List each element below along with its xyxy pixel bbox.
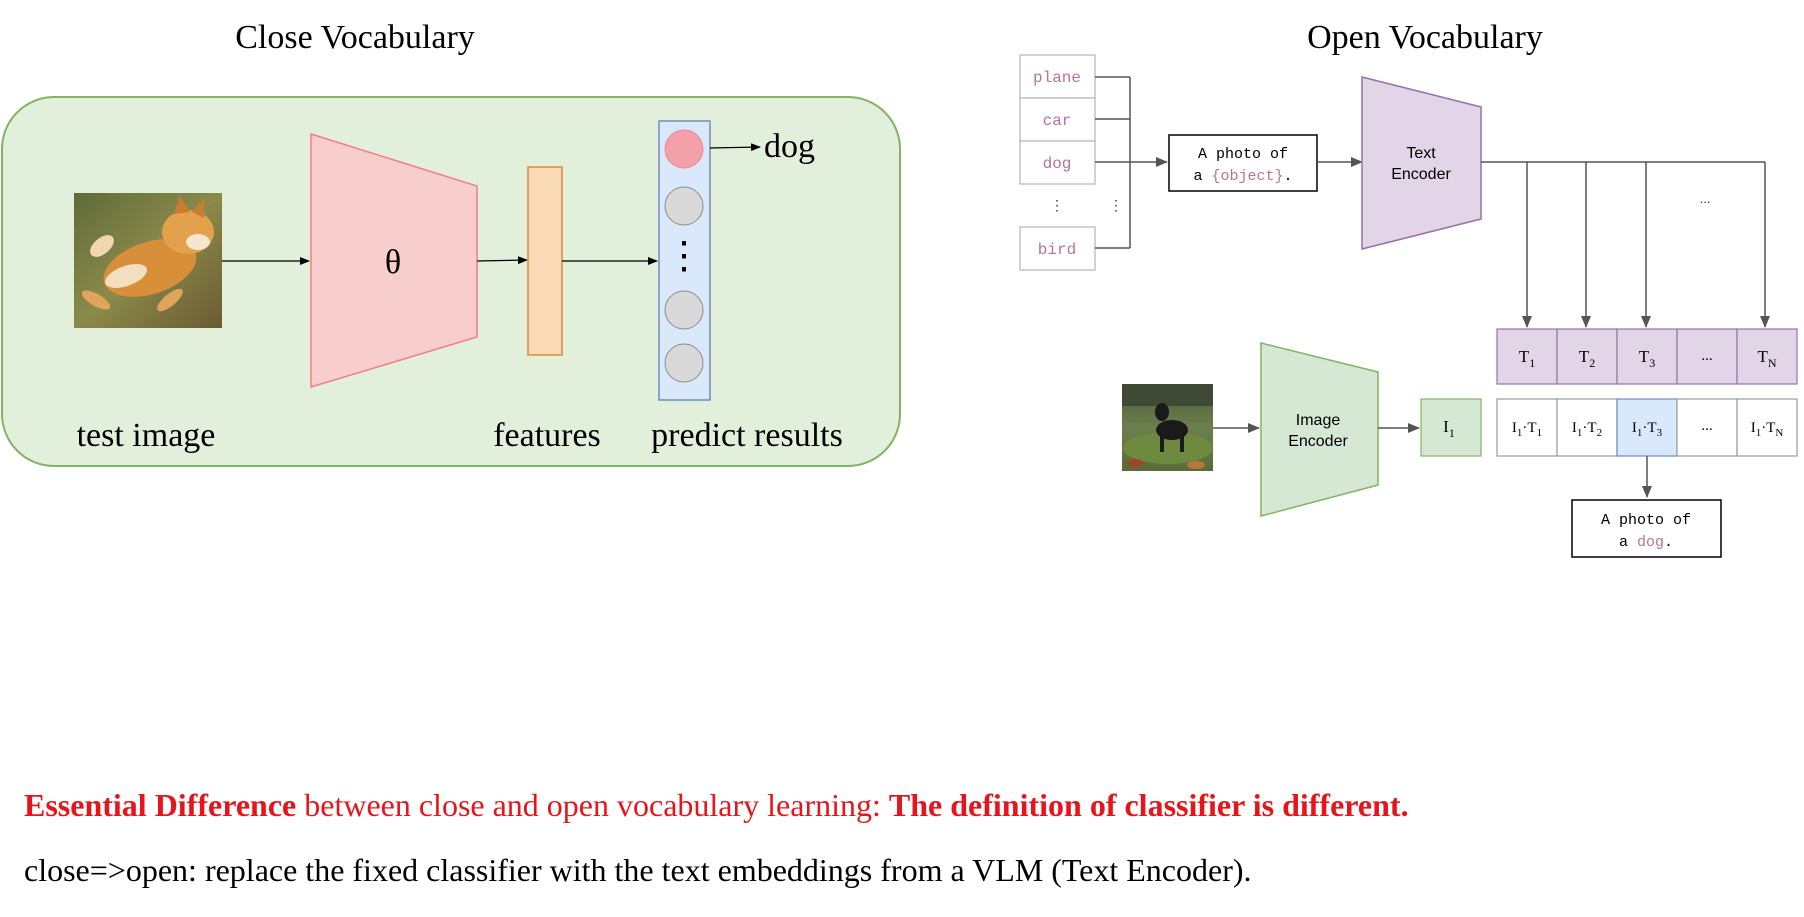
similarity-score-label: I1·T2 (1572, 420, 1602, 439)
connector-ellipsis: ⋮ (1109, 197, 1123, 213)
caption-heading: Essential Difference (24, 787, 297, 823)
template-object-placeholder: {object} (1211, 168, 1283, 185)
prompt-template-line2: a {object}. (1193, 168, 1292, 185)
class-neuron (664, 343, 704, 383)
similarity-score-label: ... (1701, 418, 1712, 434)
text-encoder-label-line2: Encoder (1391, 166, 1451, 183)
text-embedding-cell (1676, 328, 1738, 385)
class-cell (1019, 140, 1096, 185)
similarity-score-label: I1·T1 (1512, 420, 1542, 439)
text-encoder-label-line1: Text (1406, 145, 1436, 162)
caption-body: between close and open vocabulary learni… (296, 787, 889, 823)
similarity-row: I1·T1 I1·T2 I1·T3 ... I1·TN (1496, 398, 1798, 457)
similarity-cell (1556, 398, 1618, 457)
input-image (1122, 384, 1213, 471)
text-embedding-label: T3 (1639, 347, 1655, 370)
open-vocabulary-title: Open Vocabulary (1307, 19, 1543, 56)
similarity-score-label: I1·T3 (1632, 420, 1663, 439)
text-embedding-label: T1 (1519, 347, 1535, 370)
predicted-class-neuron (664, 129, 704, 169)
image-encoder-label-line2: Encoder (1288, 433, 1348, 450)
similarity-cell (1496, 398, 1558, 457)
class-name: bird (1038, 241, 1076, 259)
template-prefix: a (1193, 168, 1211, 185)
class-neuron (664, 290, 704, 330)
prompt-template-line1: A photo of (1198, 146, 1288, 163)
image-embedding-cell (1420, 398, 1482, 457)
caption-conclusion: The definition of classifier is differen… (888, 787, 1409, 823)
result-caption-box (1571, 499, 1722, 558)
class-list-ellipsis: ⋮ (1050, 197, 1064, 213)
prompt-template-box (1168, 134, 1318, 192)
image-encoder-label-line1: Image (1296, 412, 1341, 429)
branch-ellipsis: ... (1700, 191, 1711, 206)
features-label: features (493, 417, 601, 454)
arrow-encoder-to-features (476, 256, 528, 265)
essential-difference-caption: Essential Difference between close and o… (24, 787, 1409, 824)
class-neuron (664, 186, 704, 226)
neuron-ellipsis: ⋮ (665, 235, 703, 277)
features-vector (527, 166, 563, 356)
class-name-list: plane car dog ⋮ ⋮ bird (1019, 54, 1123, 271)
class-cell (1019, 97, 1096, 142)
result-class-name: dog (1637, 534, 1664, 551)
text-embedding-label: TN (1757, 347, 1776, 370)
class-name: car (1043, 112, 1072, 130)
class-connectors (1095, 76, 1168, 249)
close-vocabulary-title: Close Vocabulary (235, 19, 475, 56)
arrow-to-output-label (709, 143, 761, 152)
template-suffix: . (1284, 168, 1293, 185)
text-embedding-row: T1 T2 T3 ... TN (1496, 328, 1798, 385)
output-label-dog: dog (764, 128, 815, 165)
result-caption-line2: a dog. (1619, 534, 1673, 551)
image-embedding-label: I1 (1443, 417, 1455, 440)
close-to-open-caption: close=>open: replace the fixed classifie… (24, 852, 1252, 888)
class-name: plane (1033, 69, 1081, 87)
text-encoder (1361, 76, 1482, 250)
image-encoder (1260, 342, 1379, 517)
test-image-label: test image (77, 417, 216, 454)
result-caption-line1: A photo of (1601, 512, 1691, 529)
class-name: dog (1043, 155, 1072, 173)
text-embedding-cell (1496, 328, 1558, 385)
similarity-cell (1736, 398, 1798, 457)
text-embedding-cell (1736, 328, 1798, 385)
classifier-network (310, 132, 478, 389)
text-embedding-branches (1481, 161, 1770, 328)
test-image (74, 193, 222, 328)
text-embedding-label: T2 (1579, 347, 1595, 370)
text-embedding-label: ... (1701, 348, 1712, 364)
predict-results-label: predict results (651, 417, 843, 454)
class-cell (1019, 54, 1096, 99)
similarity-score-label: I1·TN (1751, 420, 1784, 439)
text-embedding-cell (1556, 328, 1618, 385)
theta-parameter-label: θ (385, 244, 401, 281)
